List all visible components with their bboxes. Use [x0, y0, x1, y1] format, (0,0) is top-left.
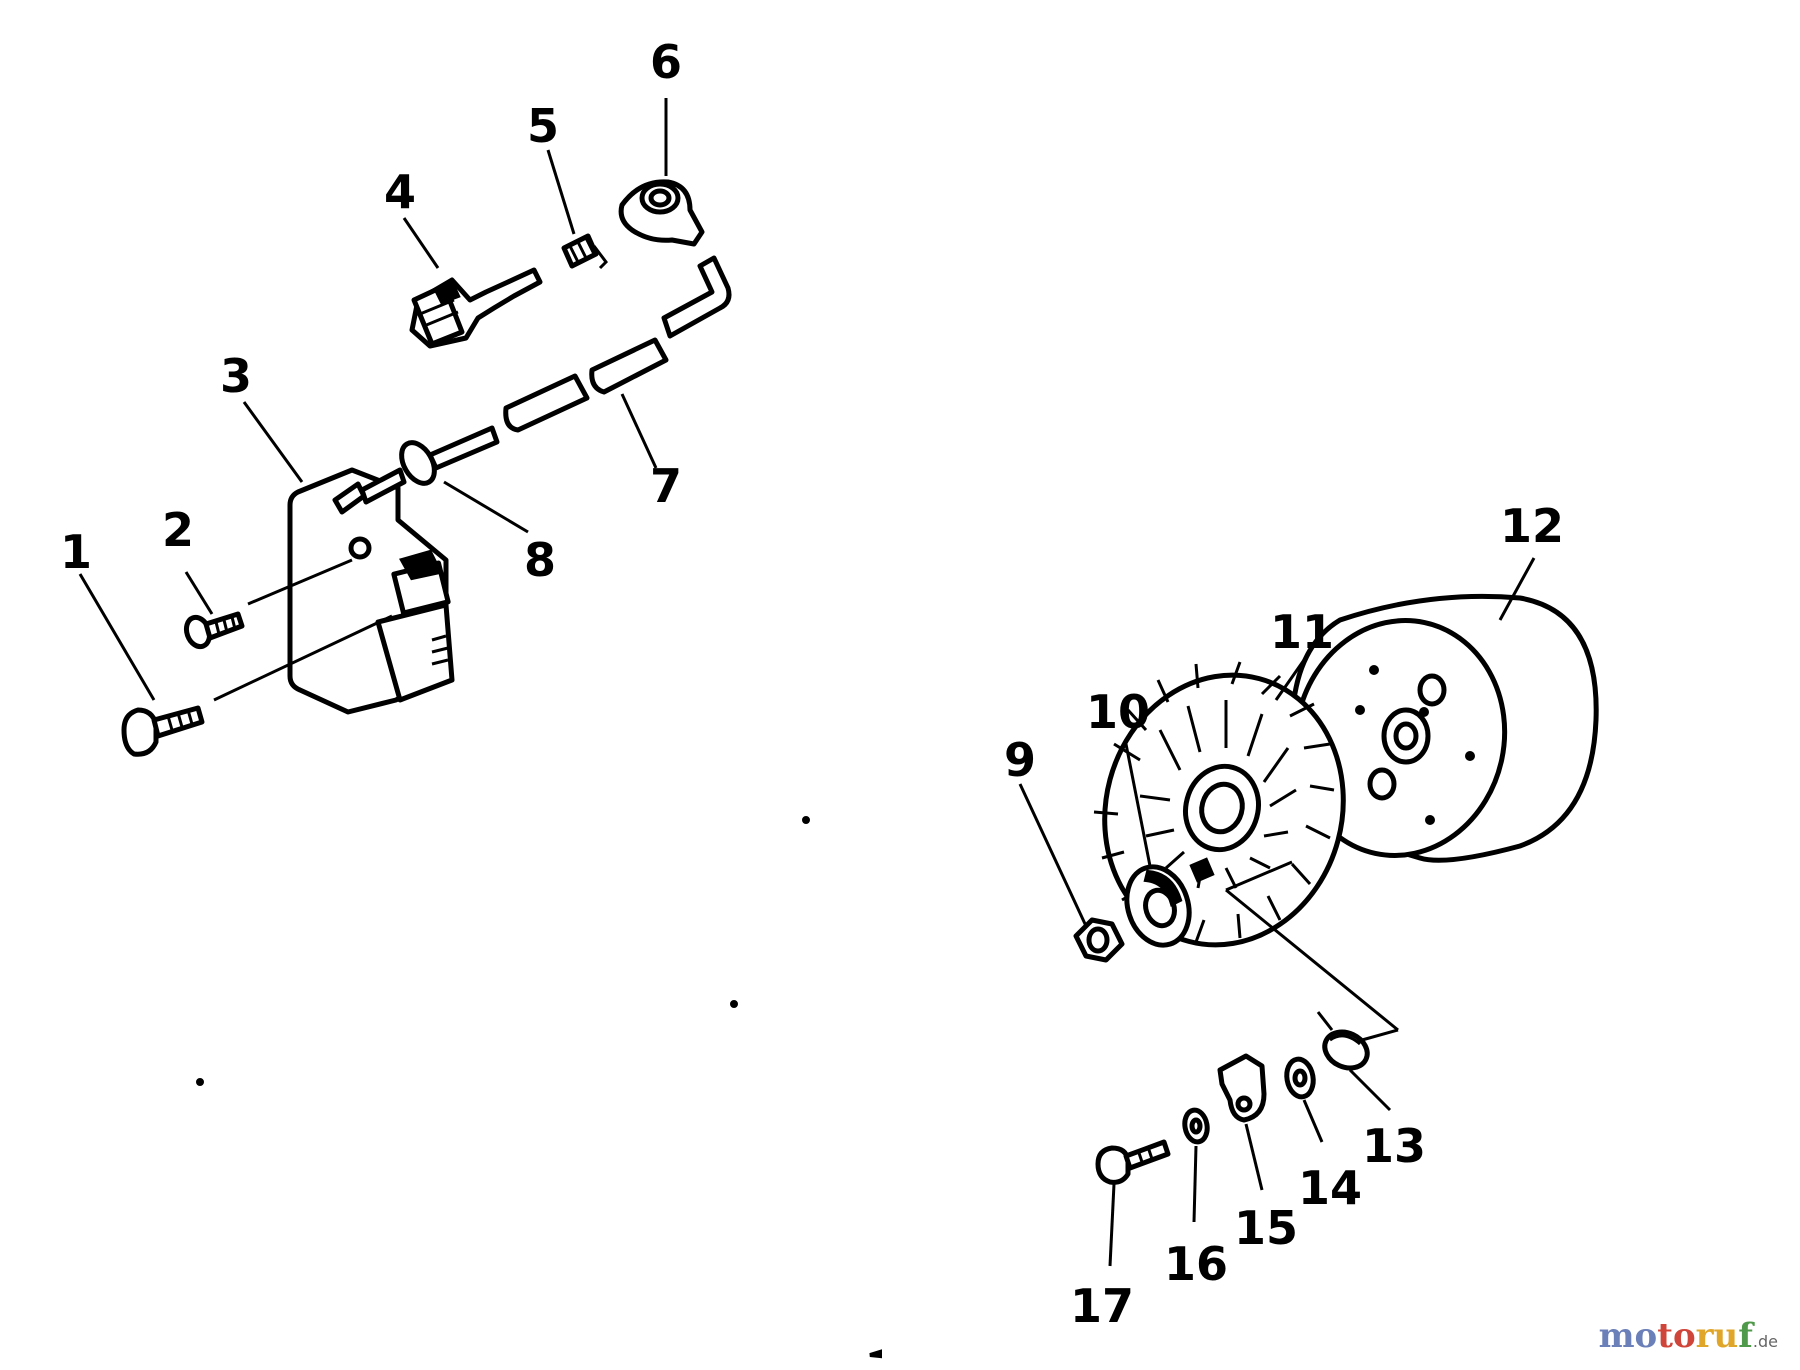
label-part-7: 7: [650, 459, 682, 513]
label-part-8: 8: [524, 533, 556, 587]
label-part-15: 15: [1234, 1201, 1298, 1255]
label-part-11: 11: [1270, 605, 1334, 659]
motoruf-watermark: motoruf.de: [1599, 1316, 1778, 1356]
label-part-14: 14: [1298, 1161, 1362, 1215]
watermark-part-2: to: [1657, 1316, 1696, 1356]
label-part-17: 17: [1070, 1279, 1134, 1333]
flywheel-key: [1316, 1011, 1370, 1071]
label-part-9: 9: [1004, 733, 1036, 787]
watermark-part-3: ru: [1695, 1316, 1739, 1356]
watermark-tld: .de: [1752, 1332, 1778, 1351]
label-part-6: 6: [650, 35, 682, 89]
ignition-module: [287, 467, 455, 715]
starter-pawl: [1217, 1053, 1267, 1123]
pawl-bolt: [1095, 1139, 1171, 1185]
label-part-13: 13: [1362, 1119, 1426, 1173]
part-number-labels: 1 2 3 4 5 6 7 8 9 10 11 12 13 14 15 16 1…: [60, 35, 1564, 1333]
label-part-3: 3: [220, 349, 252, 403]
watermark-part-1: mo: [1598, 1316, 1658, 1356]
label-part-10: 10: [1086, 685, 1150, 739]
watermark-part-4: f: [1738, 1316, 1753, 1356]
label-part-1: 1: [60, 525, 92, 579]
label-part-5: 5: [527, 99, 559, 153]
spark-plug-boot: [618, 179, 705, 247]
label-part-12: 12: [1500, 499, 1564, 553]
label-part-4: 4: [384, 165, 416, 219]
starter-cup: [1289, 593, 1599, 863]
bolt-long: [121, 705, 205, 757]
assembly-lines-ignition: [213, 558, 393, 702]
leader-lines: [78, 98, 1536, 1267]
washer-14: [1284, 1056, 1316, 1100]
scan-specks: [196, 816, 882, 1359]
screw-small: [183, 611, 245, 650]
belleville-washer: [1124, 864, 1192, 948]
label-part-2: 2: [162, 503, 194, 557]
assembly-lines-flywheel: [1225, 860, 1399, 1042]
label-part-16: 16: [1164, 1237, 1228, 1291]
spark-plug: [409, 267, 543, 349]
washer-16: [1182, 1107, 1210, 1145]
ignition-lead: [332, 255, 732, 515]
flywheel-nut: [1073, 917, 1125, 963]
terminal-spring: [561, 233, 608, 270]
